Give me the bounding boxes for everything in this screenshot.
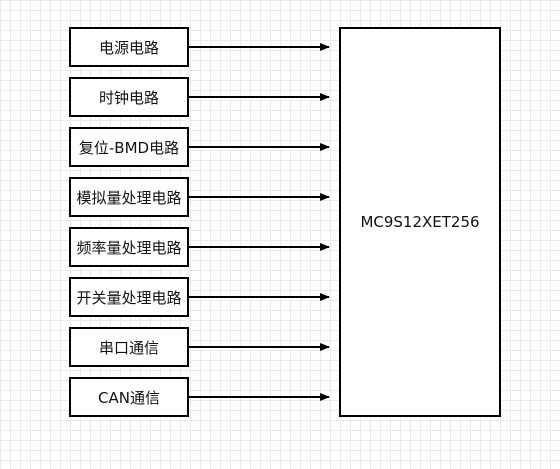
input-block-label: 模拟量处理电路 (76, 188, 182, 207)
input-block-label: 电源电路 (98, 38, 159, 57)
input-block-label: 复位-BMD电路 (78, 138, 180, 157)
controller-block: MC9S12XET256 (339, 27, 501, 417)
input-block-can: CAN通信 (69, 377, 189, 417)
input-block-label: 串口通信 (98, 338, 159, 357)
input-block-frequency: 频率量处理电路 (69, 227, 189, 267)
input-block-power: 电源电路 (69, 27, 189, 67)
input-block-clock: 时钟电路 (69, 77, 189, 117)
input-block-label: 开关量处理电路 (76, 288, 182, 307)
input-block-serial: 串口通信 (69, 327, 189, 367)
input-block-reset-bmd: 复位-BMD电路 (69, 127, 189, 167)
input-block-analog: 模拟量处理电路 (69, 177, 189, 217)
input-block-label: CAN通信 (98, 388, 160, 407)
input-block-switch: 开关量处理电路 (69, 277, 189, 317)
input-block-label: 时钟电路 (98, 88, 159, 107)
input-block-label: 频率量处理电路 (76, 238, 182, 257)
controller-label: MC9S12XET256 (360, 213, 480, 231)
